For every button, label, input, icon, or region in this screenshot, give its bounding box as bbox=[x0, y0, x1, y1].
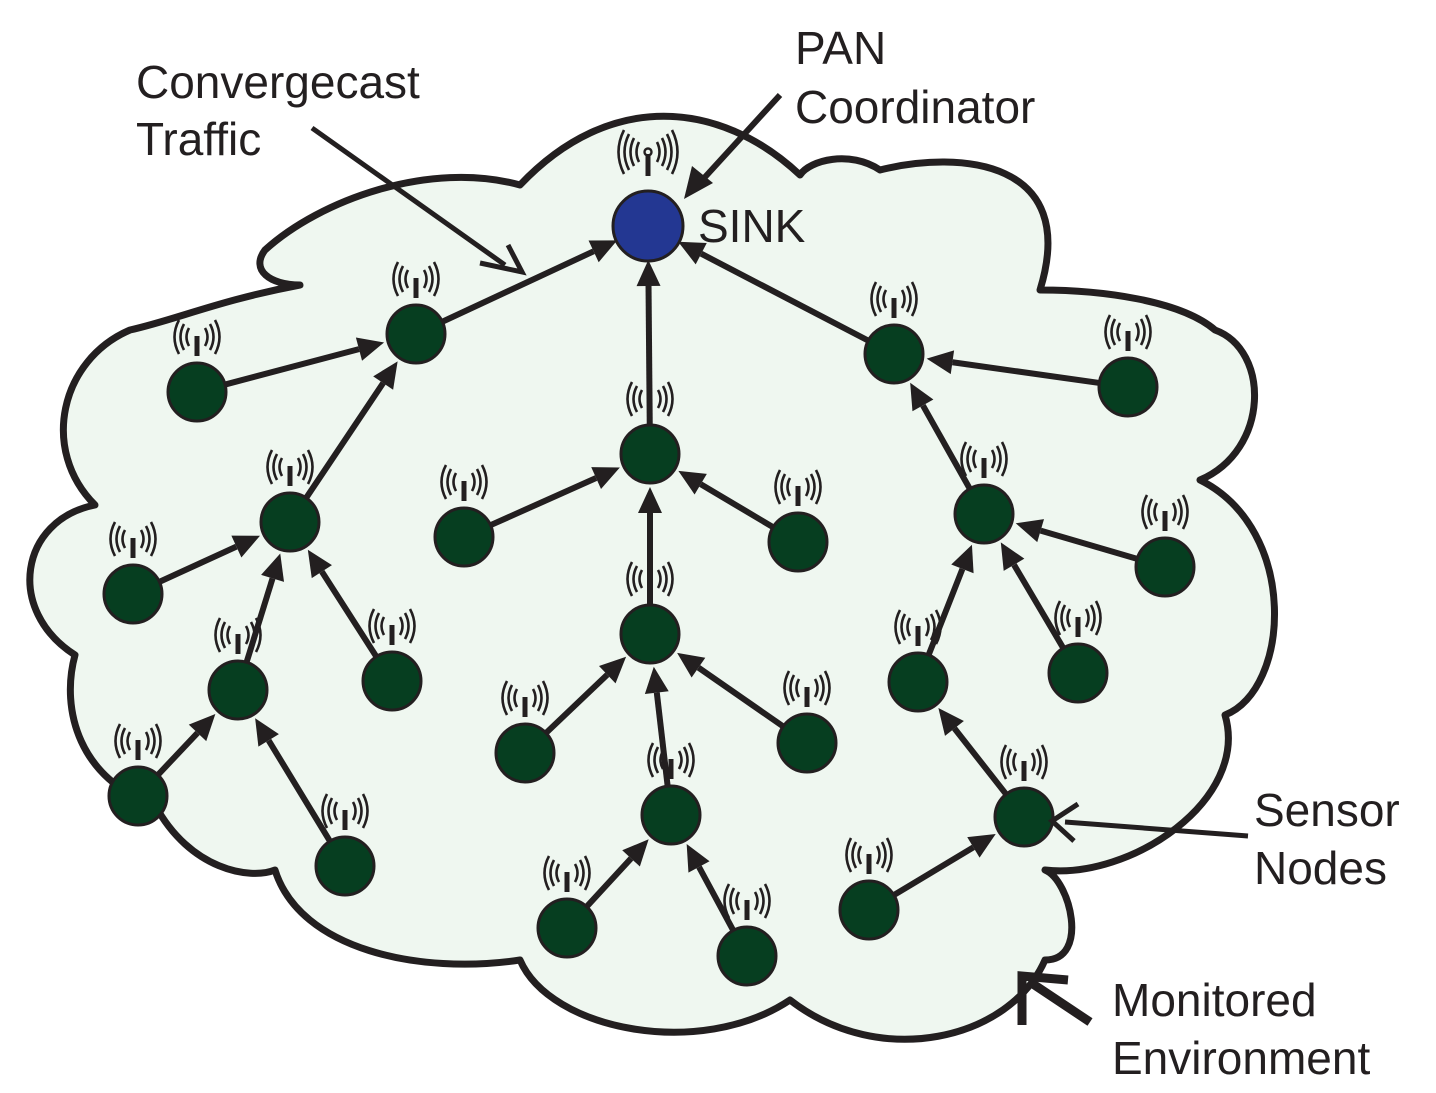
link-A-to-sink bbox=[441, 248, 595, 325]
link-R1-to-R bbox=[952, 359, 1100, 386]
link-arrowhead-B1-to-B bbox=[231, 535, 261, 558]
convergecast-pointer-head bbox=[479, 243, 527, 276]
link-arrowhead-O1-to-O bbox=[622, 839, 649, 867]
sink-node bbox=[611, 189, 685, 263]
sensor-node bbox=[102, 563, 164, 625]
link-arrowhead-O2-to-O bbox=[686, 844, 710, 873]
pan-coordinator-label-line2: Coordinator bbox=[795, 81, 1036, 133]
convergecast-label-line2: Traffic bbox=[136, 113, 262, 165]
link-A1-to-A bbox=[224, 346, 360, 388]
sensor-node bbox=[838, 879, 900, 941]
sensor-node bbox=[993, 786, 1055, 848]
sensor-node bbox=[166, 361, 228, 423]
monitored-environment-label-line2: Environment bbox=[1112, 1032, 1371, 1084]
link-S1-to-S bbox=[1039, 527, 1139, 562]
link-arrowhead-O-to-N bbox=[644, 666, 669, 694]
link-C3-to-C bbox=[266, 738, 333, 843]
link-arrowhead-C1-to-B bbox=[307, 549, 332, 579]
link-arrowhead-R-to-sink bbox=[678, 241, 707, 265]
sensor-node bbox=[640, 784, 702, 846]
sensor-nodes-label-line2: Nodes bbox=[1254, 842, 1387, 894]
link-arrowhead-M1-to-M bbox=[591, 467, 620, 490]
link-U1-to-U bbox=[892, 844, 975, 898]
pan-pointer-head bbox=[684, 166, 713, 199]
sensor-pointer-line bbox=[1064, 819, 1249, 839]
link-arrowhead-T-to-S bbox=[951, 544, 974, 574]
link-R-to-sink bbox=[699, 251, 870, 344]
link-S-to-R bbox=[920, 403, 973, 491]
sink-label: SINK bbox=[698, 200, 806, 252]
link-C-to-B bbox=[243, 577, 276, 664]
link-M1-to-M bbox=[489, 475, 598, 528]
link-T-to-S bbox=[925, 567, 966, 657]
nodes bbox=[102, 128, 1196, 987]
convergecast-pointer-line bbox=[310, 125, 507, 268]
link-arrowhead-M2-to-M bbox=[678, 470, 707, 495]
link-arrowhead-C-to-B bbox=[261, 553, 285, 582]
sensor-node bbox=[1134, 536, 1196, 598]
sensor-node bbox=[767, 511, 829, 573]
sensor-node bbox=[536, 897, 598, 959]
link-N1-to-N bbox=[543, 672, 610, 736]
sensor-node bbox=[887, 651, 949, 713]
monitored-pointer-line bbox=[1027, 978, 1093, 1026]
link-arrowhead-N-to-M bbox=[638, 487, 662, 513]
link-arrowhead-C3-to-C bbox=[255, 718, 279, 747]
link-C1-to-B bbox=[319, 570, 379, 659]
sensor-node bbox=[207, 659, 269, 721]
sensor-node bbox=[953, 483, 1015, 545]
link-arrowhead-B-to-A bbox=[373, 361, 398, 390]
link-arrowhead-T1-to-S bbox=[1000, 542, 1025, 571]
sensor-node bbox=[1047, 642, 1109, 704]
sensor-node bbox=[433, 506, 495, 568]
link-arrowhead-R1-to-R bbox=[926, 350, 955, 375]
convergecast-label-line1: Convergecast bbox=[136, 56, 420, 108]
link-T1-to-S bbox=[1011, 563, 1066, 650]
link-M2-to-M bbox=[699, 481, 775, 530]
link-arrowhead-M-to-sink bbox=[636, 259, 661, 287]
sensor-node bbox=[314, 835, 376, 897]
sensor-node bbox=[259, 491, 321, 553]
link-arrowhead-U1-to-U bbox=[967, 833, 996, 858]
pan-pointer-line bbox=[692, 92, 783, 191]
link-arrowhead-A1-to-A bbox=[355, 337, 385, 361]
monitored-environment-label-line1: Monitored bbox=[1112, 974, 1317, 1026]
monitored-pointer-head bbox=[1017, 971, 1069, 1025]
links bbox=[155, 240, 1139, 932]
link-N2-to-N bbox=[696, 665, 785, 729]
sensor-node bbox=[716, 925, 778, 987]
pan-coordinator-label-line1: PAN bbox=[795, 22, 887, 74]
sensor-node bbox=[494, 722, 556, 784]
sensor-node bbox=[619, 423, 681, 485]
sensor-nodes-label-line1: Sensor bbox=[1254, 784, 1400, 836]
sensor-node bbox=[863, 323, 925, 385]
link-O-to-N bbox=[653, 692, 671, 787]
link-arrowhead-U-to-T bbox=[938, 707, 964, 736]
sensor-node bbox=[619, 603, 681, 665]
link-arrowhead-N2-to-N bbox=[677, 652, 706, 678]
sensor-node bbox=[776, 712, 838, 774]
link-arrowhead-S1-to-S bbox=[1015, 519, 1044, 543]
link-U-to-T bbox=[952, 726, 1009, 797]
link-O2-to-O bbox=[696, 865, 736, 932]
sensor-node bbox=[361, 650, 423, 712]
link-O1-to-O bbox=[584, 856, 634, 909]
link-B1-to-B bbox=[158, 543, 238, 585]
link-arrowhead-C2-to-C bbox=[188, 714, 216, 742]
link-C2-to-C bbox=[155, 730, 200, 777]
sensor-node bbox=[385, 303, 447, 365]
sensor-node bbox=[1097, 356, 1159, 418]
link-arrowhead-N1-to-N bbox=[598, 656, 627, 684]
link-arrowhead-S-to-R bbox=[910, 382, 934, 412]
sensor-pointer-head bbox=[1047, 801, 1080, 843]
link-B-to-A bbox=[303, 381, 386, 500]
sensor-node bbox=[107, 765, 169, 827]
link-arrowhead-A-to-sink bbox=[588, 240, 618, 263]
